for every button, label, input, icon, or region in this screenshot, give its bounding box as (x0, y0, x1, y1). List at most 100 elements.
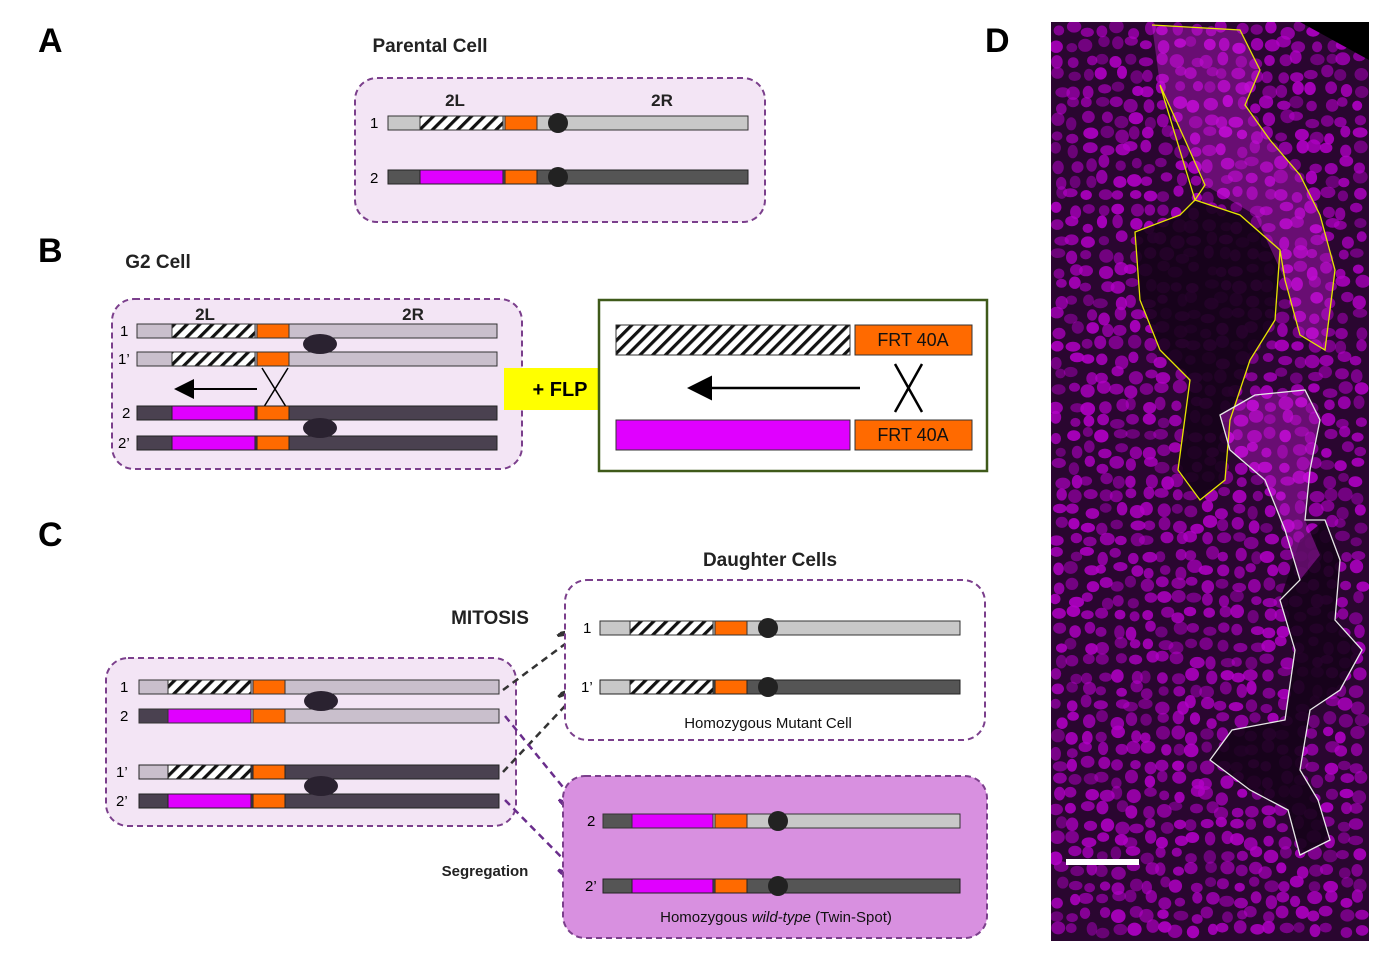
nucleus (1185, 832, 1200, 843)
nucleus (1131, 730, 1142, 743)
nucleus (1187, 559, 1203, 573)
nucleus (1335, 52, 1351, 66)
nucleus (1191, 914, 1203, 924)
crossover-line (261, 367, 289, 411)
nucleus (1125, 805, 1138, 819)
nucleus (1289, 50, 1302, 64)
nucleus (1145, 830, 1157, 844)
nucleus (1202, 593, 1213, 606)
clone-outline-white (1209, 389, 1363, 856)
nucleus (1245, 818, 1257, 830)
nucleus (1083, 415, 1095, 427)
nucleus (1199, 637, 1213, 650)
nucleus (1200, 728, 1214, 740)
nucleus (1065, 503, 1079, 514)
nucleus (1051, 746, 1061, 761)
nucleus (1139, 40, 1152, 50)
nucleus (1324, 428, 1338, 440)
nucleus (1266, 340, 1278, 350)
nucleus (1051, 668, 1062, 680)
nucleus (1109, 56, 1122, 68)
nucleus (1307, 891, 1323, 905)
nucleus (1051, 384, 1066, 395)
nucleus (1202, 532, 1213, 545)
nucleus (1111, 785, 1123, 800)
nucleus (1112, 475, 1125, 489)
nucleus (1052, 503, 1067, 514)
nucleus (1252, 490, 1264, 502)
nucleus (1292, 81, 1304, 95)
nucleus (1113, 429, 1128, 439)
nucleus (1264, 39, 1280, 52)
nucleus (1115, 160, 1126, 171)
nucleus (1115, 443, 1128, 453)
nucleus (1339, 425, 1351, 438)
nucleus (1142, 447, 1156, 460)
nucleus (1294, 356, 1307, 369)
nucleus (1099, 907, 1111, 918)
nucleus (1350, 369, 1363, 383)
nucleus (1173, 520, 1187, 534)
nucleus (1082, 110, 1095, 123)
nucleus (1083, 68, 1094, 81)
nucleus (1070, 417, 1081, 427)
nucleus (1341, 802, 1352, 815)
nucleus (1334, 518, 1346, 528)
nucleus (1352, 127, 1368, 138)
nucleus (1111, 81, 1125, 92)
nucleus (1320, 231, 1335, 242)
nucleus (1069, 625, 1081, 638)
parental-cell-title: Parental Cell (372, 36, 487, 57)
nucleus (1185, 638, 1198, 649)
nucleus (1174, 819, 1186, 830)
nucleus (1219, 895, 1235, 907)
nucleus (1206, 67, 1219, 77)
nucleus (1185, 667, 1199, 681)
nucleus (1051, 306, 1064, 319)
nucleus (1142, 413, 1156, 425)
nucleus (1213, 700, 1227, 711)
nucleus (1248, 520, 1260, 534)
nucleus (1096, 25, 1108, 38)
nucleus (1275, 132, 1287, 142)
nucleus (1351, 864, 1363, 877)
nucleus (1125, 626, 1137, 641)
nucleus (1078, 892, 1094, 904)
nucleus (1051, 546, 1063, 557)
nucleus (1247, 506, 1258, 520)
nucleus (1184, 67, 1197, 79)
nucleus (1262, 627, 1276, 639)
nucleus (1124, 36, 1138, 46)
nucleus (1068, 71, 1081, 82)
frt-site (256, 323, 290, 339)
nucleus (1079, 907, 1091, 919)
zoom-mutant-segment (615, 324, 851, 356)
nucleus (1275, 84, 1288, 98)
nucleus (1294, 128, 1309, 141)
nucleus (1157, 770, 1168, 783)
nucleus (1230, 818, 1244, 829)
nucleus (1056, 643, 1067, 653)
nucleus (1084, 883, 1095, 893)
nucleus (1205, 656, 1216, 670)
nucleus (1309, 864, 1324, 877)
nucleus (1099, 881, 1111, 891)
centromere (758, 677, 778, 697)
nucleus (1264, 414, 1276, 425)
chromatid-number-1-prime: 1’ (118, 351, 130, 368)
nucleus (1099, 266, 1114, 279)
nucleus (1220, 670, 1235, 681)
nucleus (1203, 626, 1217, 636)
nucleus (1098, 756, 1111, 770)
nucleus (1097, 551, 1108, 566)
nucleus (1128, 351, 1139, 363)
nucleus (1100, 125, 1115, 139)
nucleus (1109, 383, 1124, 395)
nucleus (1231, 517, 1244, 530)
nucleus (1262, 687, 1276, 699)
nucleus (1308, 502, 1324, 517)
nucleus (1242, 669, 1258, 681)
nucleus (1352, 100, 1363, 111)
nucleus (1168, 879, 1183, 893)
